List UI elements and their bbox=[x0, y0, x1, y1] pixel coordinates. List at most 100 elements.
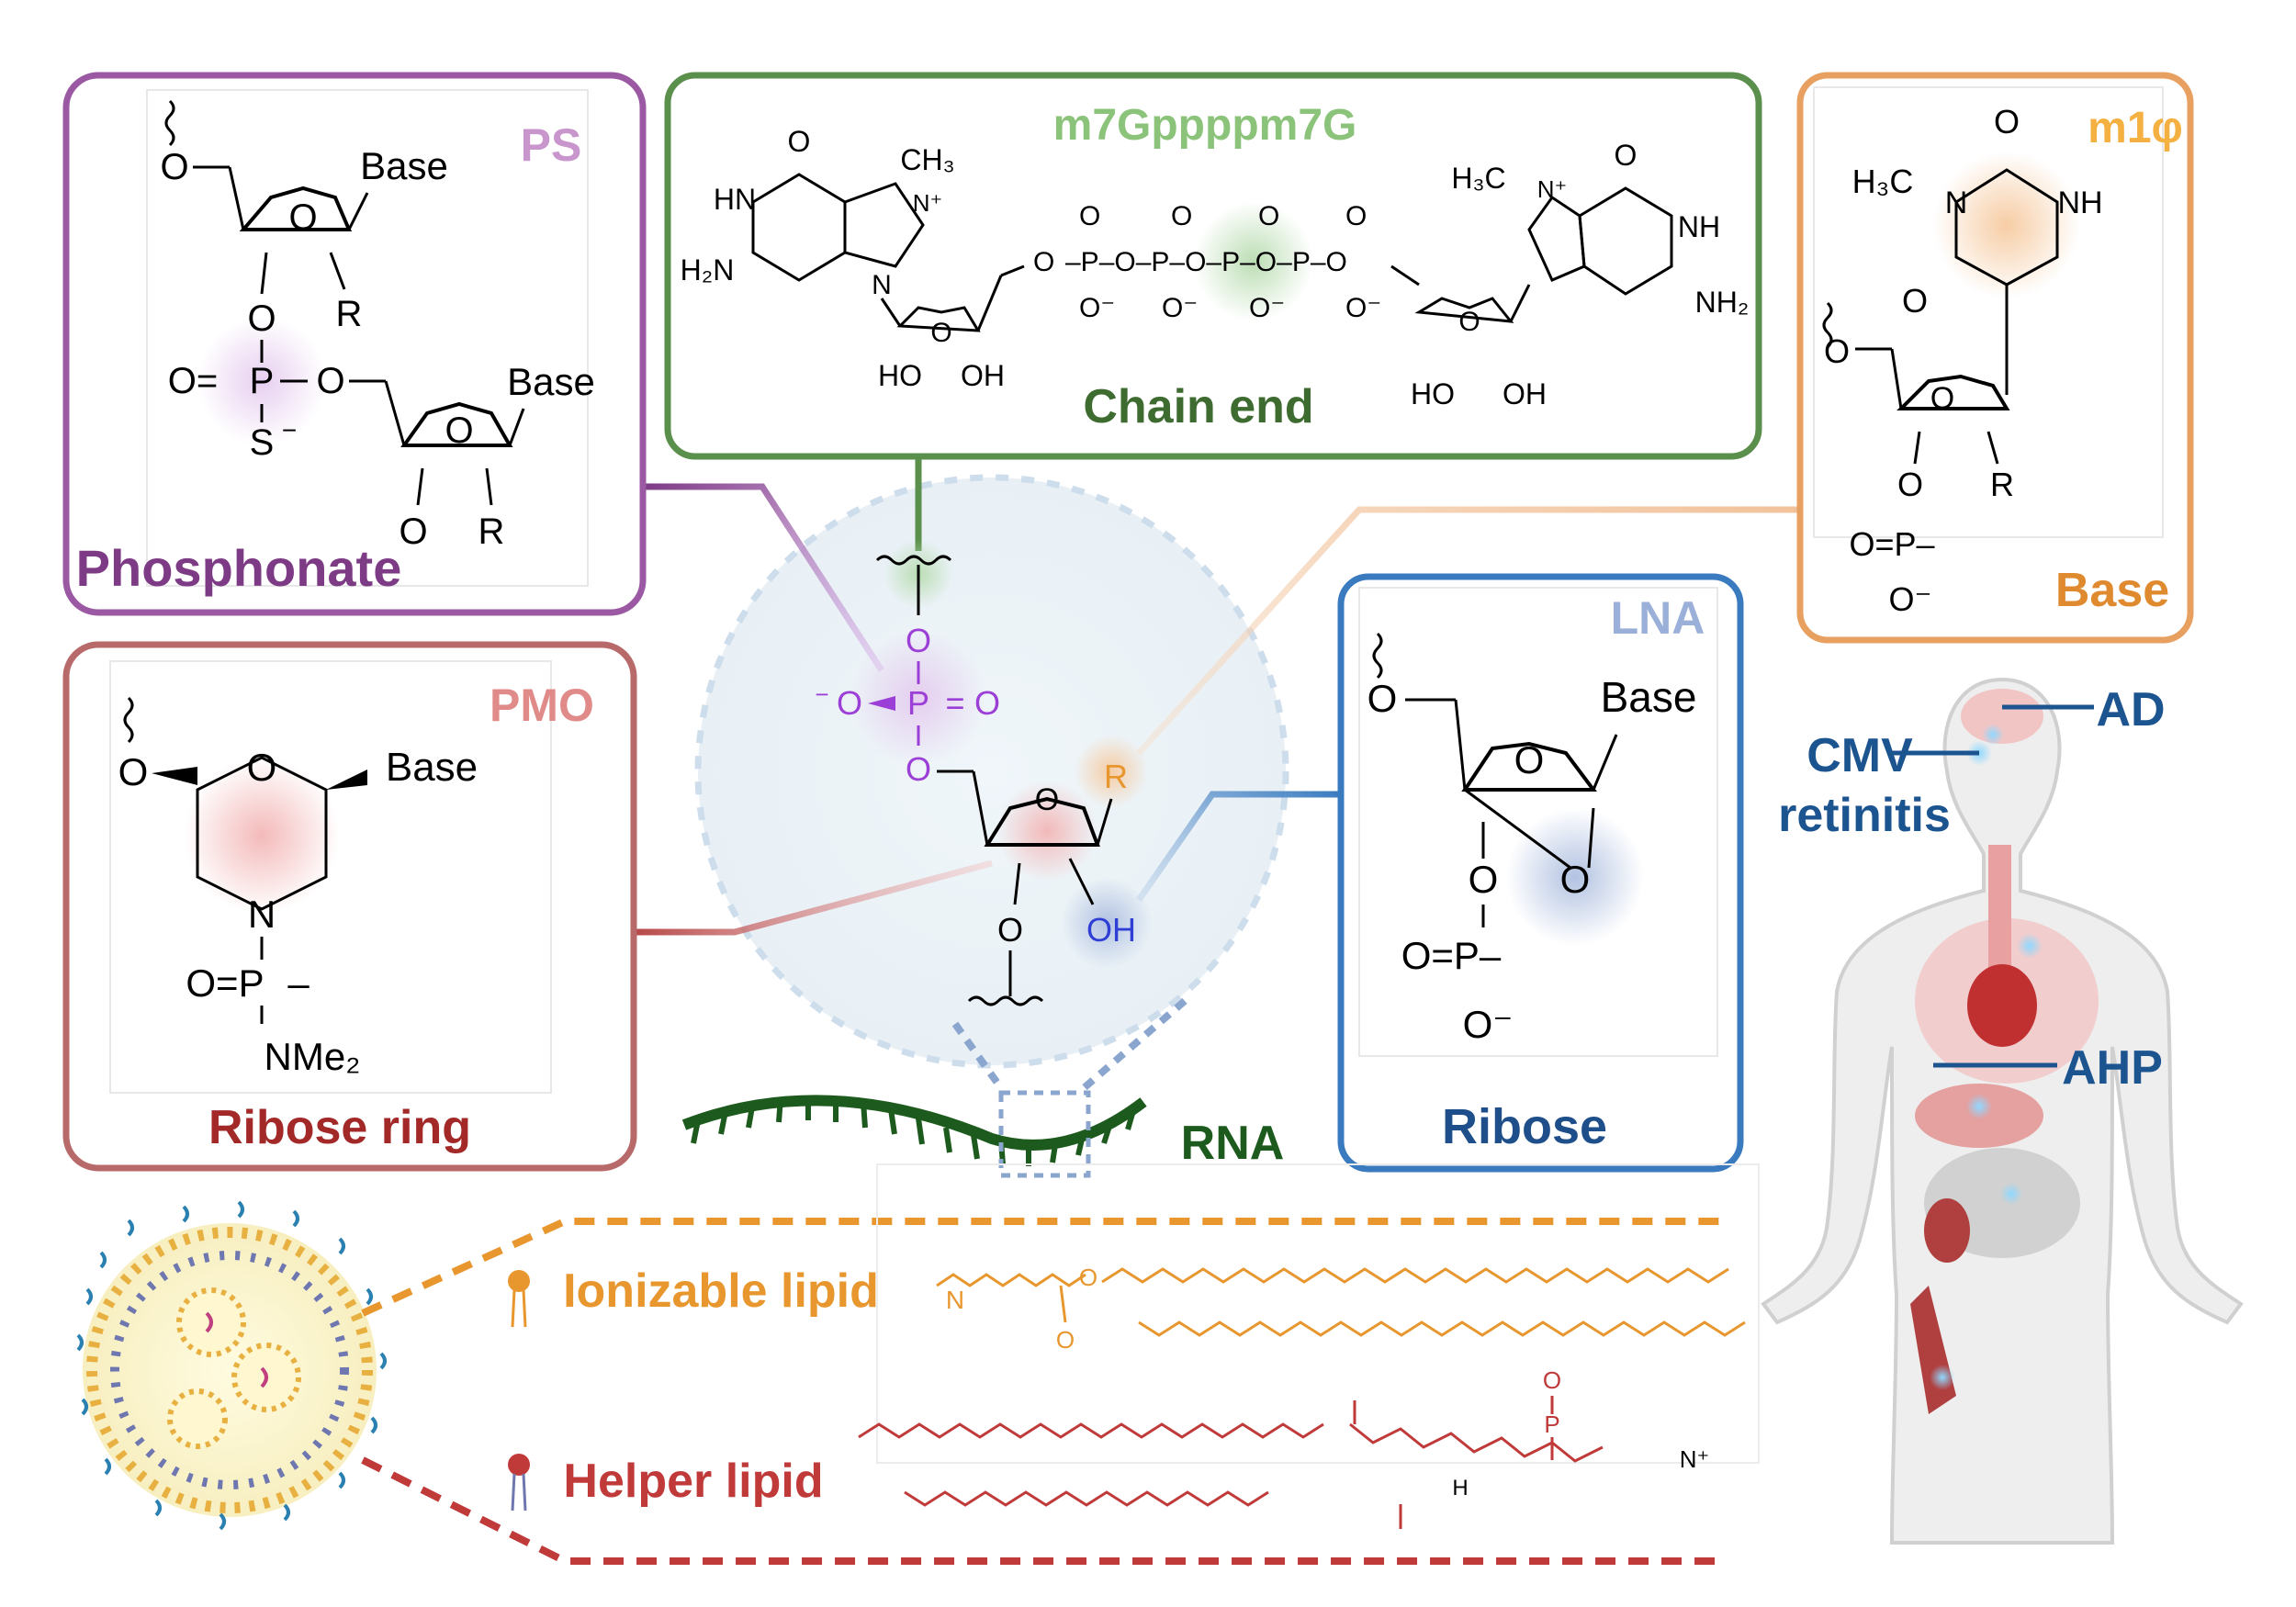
svg-text:N⁺: N⁺ bbox=[1680, 1445, 1710, 1473]
svg-text:O: O bbox=[906, 750, 931, 788]
svg-text:–: – bbox=[287, 961, 310, 1005]
pmo-caption: Ribose ring bbox=[208, 1101, 471, 1154]
svg-text:O: O bbox=[1033, 247, 1054, 277]
svg-text:O: O bbox=[316, 361, 344, 401]
svg-text:O: O bbox=[1367, 677, 1398, 720]
ps-base: Base bbox=[360, 144, 448, 187]
svg-text:O: O bbox=[1258, 201, 1279, 231]
cap-nh: NH bbox=[1678, 210, 1720, 243]
label-retinitis: retinitis bbox=[1778, 789, 1951, 842]
svg-text:P: P bbox=[907, 684, 929, 722]
base-h3c: H₃C bbox=[1852, 163, 1914, 200]
svg-text:O: O bbox=[1514, 738, 1545, 781]
svg-text:N⁺: N⁺ bbox=[1537, 175, 1568, 203]
cap-h2n: H₂N bbox=[681, 253, 735, 287]
base-panel: m1φ Base O H₃C N NH O O O R O O=P– O⁻ bbox=[1796, 72, 2194, 644]
center-oh: OH bbox=[1086, 911, 1136, 949]
lna-tag: LNA bbox=[1611, 592, 1705, 644]
helper-lipid-structure bbox=[858, 1396, 1604, 1529]
svg-text:O⁻: O⁻ bbox=[1079, 293, 1115, 323]
svg-text:O: O bbox=[247, 298, 276, 339]
cap-nh2: NH₂ bbox=[1695, 286, 1750, 319]
svg-text:O=P–: O=P– bbox=[1849, 525, 1934, 563]
lna-caption: Ribose bbox=[1442, 1099, 1607, 1154]
svg-text:O⁻: O⁻ bbox=[1249, 293, 1285, 323]
pmo-n: N bbox=[248, 893, 276, 936]
svg-text:H: H bbox=[1452, 1476, 1468, 1500]
pmo-base: Base bbox=[386, 745, 478, 790]
svg-text:N: N bbox=[872, 270, 892, 300]
svg-text:O: O bbox=[1902, 282, 1928, 320]
base-nh: NH bbox=[2057, 185, 2102, 220]
svg-text:O⁻: O⁻ bbox=[1888, 580, 1931, 618]
svg-text:−: − bbox=[282, 416, 297, 444]
svg-text:O: O bbox=[1458, 307, 1480, 337]
svg-text:O: O bbox=[1930, 381, 1954, 416]
svg-text:O: O bbox=[399, 511, 427, 552]
ps-s: S bbox=[250, 422, 275, 463]
svg-text:O: O bbox=[788, 125, 811, 158]
svg-text:O: O bbox=[1035, 782, 1059, 817]
svg-text:O: O bbox=[1079, 201, 1100, 231]
base-r: R bbox=[1990, 466, 2014, 503]
svg-text:O: O bbox=[930, 318, 951, 348]
svg-text:O: O bbox=[1560, 858, 1591, 901]
rna-label: RNA bbox=[1181, 1117, 1285, 1170]
cap-panel: m7Gppppm7G Chain end O HN H₂N CH₃ N⁺ N O… bbox=[664, 72, 1762, 460]
base-tag: m1φ bbox=[2088, 104, 2183, 152]
center-r: R bbox=[1104, 758, 1128, 795]
svg-text:O=P: O=P bbox=[186, 961, 264, 1005]
svg-text:O: O bbox=[906, 622, 931, 659]
base-caption: Base bbox=[2055, 564, 2169, 617]
svg-text:O: O bbox=[247, 746, 277, 789]
ps-base2: Base bbox=[507, 360, 595, 403]
svg-text:O: O bbox=[1994, 103, 2020, 140]
svg-text:O: O bbox=[1171, 201, 1192, 231]
svg-text:OH: OH bbox=[1503, 377, 1547, 410]
ps-caption: Phosphonate bbox=[76, 539, 402, 597]
svg-text:CH₃: CH₃ bbox=[900, 143, 954, 176]
cap-tag: m7Gppppm7G bbox=[1053, 101, 1357, 150]
label-ad: AD bbox=[2096, 683, 2165, 736]
pmo-panel: PMO Ribose ring O O Base N O=P – NMe₂ bbox=[62, 641, 637, 1172]
svg-text:N⁺: N⁺ bbox=[913, 189, 943, 217]
svg-text:O: O bbox=[1056, 1326, 1075, 1354]
ionizable-lipid-label: Ionizable lipid bbox=[563, 1264, 879, 1318]
helper-lipid-label: Helper lipid bbox=[563, 1455, 823, 1508]
svg-text:O: O bbox=[1615, 139, 1638, 172]
svg-text:O: O bbox=[288, 197, 317, 238]
label-cmv: CMV bbox=[1806, 729, 1913, 782]
svg-text:N: N bbox=[946, 1286, 964, 1314]
cap-caption: Chain end bbox=[1083, 380, 1313, 433]
svg-text:O: O bbox=[1897, 466, 1923, 503]
rna-strand: RNA bbox=[681, 1090, 1285, 1178]
ps-r2: R bbox=[478, 511, 505, 552]
ps-panel: PS Phosphonate O O Base R O P O= O S − O… bbox=[62, 72, 647, 616]
label-ahp: AHP bbox=[2062, 1041, 2163, 1095]
lnp-particle: Ionizable lipid Helper lipid bbox=[76, 1200, 1727, 1565]
svg-text:O: O bbox=[1345, 201, 1367, 231]
svg-text:O⁻: O⁻ bbox=[1162, 293, 1198, 323]
svg-text:N: N bbox=[1945, 185, 1968, 220]
svg-text:O: O bbox=[1079, 1264, 1097, 1291]
svg-text:O: O bbox=[1543, 1366, 1561, 1394]
center-nucleotide: O P O − O = O O R O OH bbox=[634, 459, 1800, 1092]
svg-text:O: O bbox=[974, 684, 1000, 722]
cap-ho: HO bbox=[878, 359, 922, 392]
svg-text:O: O bbox=[118, 750, 149, 793]
svg-text:O: O bbox=[445, 410, 473, 451]
svg-text:P: P bbox=[250, 361, 275, 401]
svg-text:O: O bbox=[1824, 332, 1850, 370]
ps-r: R bbox=[336, 294, 363, 334]
pmo-tag: PMO bbox=[490, 680, 594, 731]
svg-text:O=: O= bbox=[168, 361, 218, 401]
svg-text:O: O bbox=[1469, 858, 1499, 901]
lna-base: Base bbox=[1601, 673, 1697, 721]
pmo-nme2: NMe₂ bbox=[264, 1035, 361, 1078]
lna-panel: LNA Ribose O O Base O O O=P– O⁻ bbox=[1337, 573, 1744, 1173]
cap-hn: HN bbox=[714, 183, 756, 216]
svg-text:P: P bbox=[1544, 1410, 1559, 1438]
svg-text:O=P–: O=P– bbox=[1401, 934, 1502, 977]
svg-text:−: − bbox=[815, 680, 828, 708]
